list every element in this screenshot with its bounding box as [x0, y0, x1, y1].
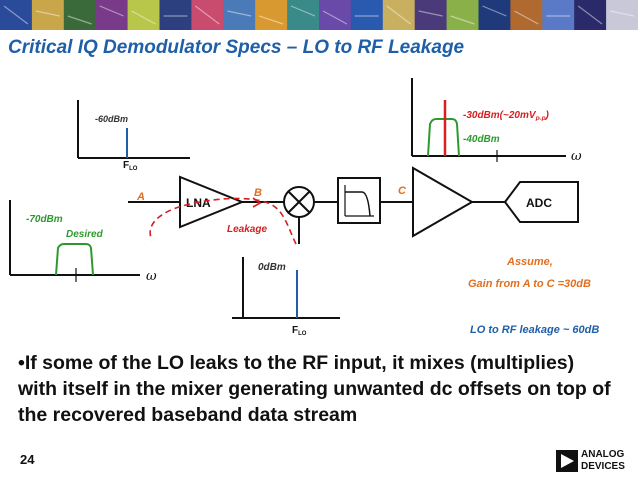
label-adc: ADC: [526, 196, 552, 210]
logo-line-2: DEVICES: [581, 461, 625, 472]
banner-tile: [319, 0, 352, 30]
slide-title: Critical IQ Demodulator Specs – LO to RF…: [8, 37, 465, 58]
banner-pattern-line: [67, 15, 92, 25]
banner-tile: [223, 0, 257, 30]
page-number: 24: [20, 452, 35, 467]
banner-tile: [478, 0, 512, 30]
logo-line-1: ANALOG: [581, 449, 625, 460]
banner-pattern-line: [322, 10, 348, 25]
banner-pattern-line: [195, 5, 220, 25]
spectrum-desired: -70dBm Desired ω: [9, 200, 157, 284]
header-banner: [0, 0, 638, 30]
label-minus70dbm: -70dBm: [26, 214, 63, 225]
leakage-diagram: -60dBm FLO -70dBm Desired ω A LNA B C: [9, 78, 599, 337]
label-node-b: B: [254, 187, 262, 199]
lna-amplifier: [179, 175, 245, 229]
banner-pattern-line: [577, 5, 603, 25]
label-0dbm: 0dBm: [258, 262, 286, 273]
banner-tile: [606, 0, 638, 30]
analog-devices-logo: ANALOG DEVICES: [556, 449, 636, 475]
label-minus30dbm: -30dBm(~20mVP-P): [463, 110, 550, 123]
banner-pattern-line: [227, 10, 252, 17]
banner-pattern-line: [259, 15, 284, 25]
label-minus40dbm: -40dBm: [463, 134, 500, 145]
baseband-amplifier: [412, 166, 475, 238]
note-assume: Assume,: [506, 256, 553, 268]
banner-tile: [350, 0, 384, 30]
spectrum-output: -30dBm(~20mVP-P) -40dBm ω: [411, 78, 582, 164]
banner-tile: [95, 0, 129, 30]
banner-tile: [0, 0, 33, 30]
banner-tile: [159, 0, 193, 30]
label-desired: Desired: [66, 229, 104, 240]
banner-tile: [510, 0, 544, 30]
logo-triangle-icon: [556, 450, 578, 472]
label-flo-bottom: FLO: [292, 325, 307, 337]
banner-tile: [414, 0, 448, 30]
banner-pattern-line: [514, 10, 539, 25]
label-node-c: C: [398, 185, 407, 197]
label-leakage: Leakage: [227, 224, 267, 235]
banner-graphic: [0, 0, 638, 30]
banner-pattern-line: [99, 5, 124, 17]
output-signal-shape: [427, 118, 460, 157]
bullet-point: •If some of the LO leaks to the RF input…: [18, 352, 611, 426]
banner-pattern-line: [35, 10, 60, 17]
banner-tile: [574, 0, 608, 30]
spectrum-lo-top: -60dBm FLO: [77, 100, 190, 172]
spectrum-lo-bottom: 0dBm FLO: [232, 257, 340, 337]
note-leakage: LO to RF leakage ~ 60dB: [470, 324, 599, 336]
label-flo-top: FLO: [123, 160, 138, 172]
label-omega-right: ω: [571, 149, 582, 164]
banner-pattern-line: [418, 10, 443, 17]
banner-tile: [287, 0, 320, 30]
leakage-path: [149, 197, 297, 245]
banner-tile: [542, 0, 576, 30]
assumptions: Assume, Gain from A to C =30dB LO to RF …: [468, 256, 599, 336]
label-minus60dbm: -60dBm: [95, 114, 128, 124]
banner-pattern-line: [131, 10, 156, 25]
signal-chain: A LNA B C ADC Leakage: [128, 166, 579, 245]
banner-tile: [127, 0, 161, 30]
banner-pattern-line: [290, 5, 316, 17]
banner-tile: [446, 0, 480, 30]
note-gain: Gain from A to C =30dB: [468, 278, 591, 290]
desired-signal-shape: [55, 243, 94, 276]
banner-tile: [255, 0, 289, 30]
banner-pattern-line: [609, 10, 635, 17]
banner-tile: [63, 0, 97, 30]
label-node-a: A: [136, 191, 145, 203]
banner-tile: [191, 0, 225, 30]
banner-tile: [31, 0, 65, 30]
banner-pattern-line: [3, 5, 29, 25]
adc-block: [503, 181, 579, 223]
label-omega-left: ω: [146, 269, 157, 284]
banner-tile: [382, 0, 416, 30]
banner-pattern-line: [482, 5, 507, 17]
banner-pattern-line: [450, 15, 475, 25]
banner-pattern-line: [386, 5, 412, 25]
